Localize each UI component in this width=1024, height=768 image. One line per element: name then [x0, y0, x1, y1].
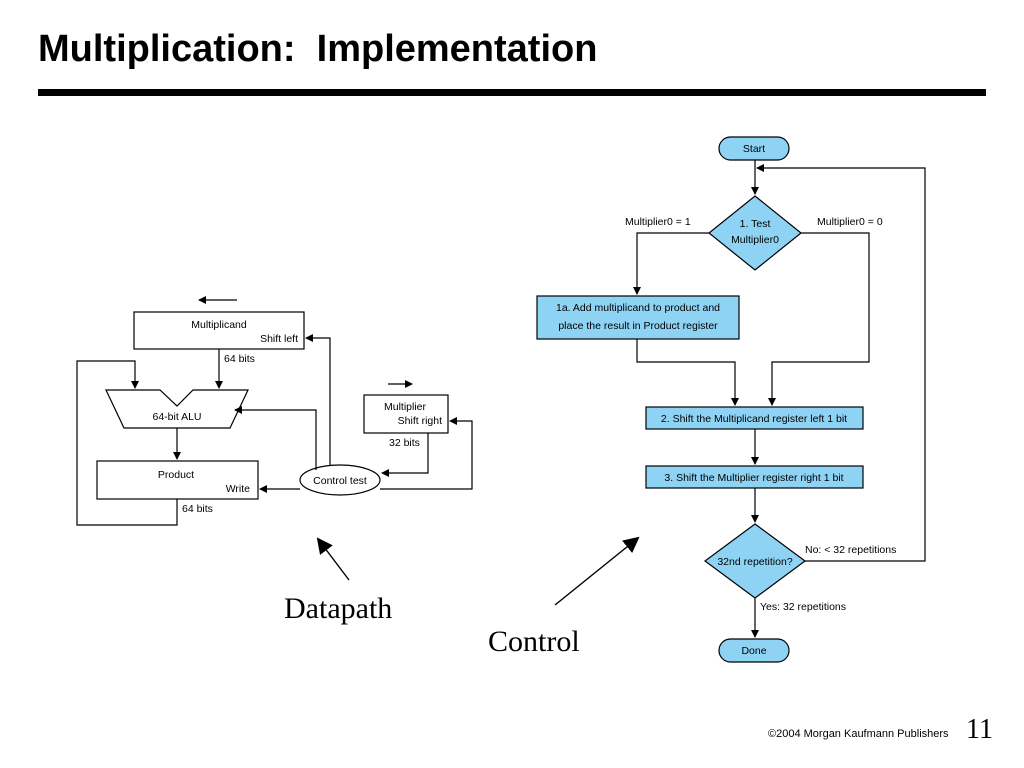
step-1a-label-line1: 1a. Add multiplicand to product and: [556, 302, 720, 314]
multiplicand-action-label: Shift left: [260, 333, 298, 345]
step-1a-box: [536, 295, 740, 340]
control-caption: Control: [488, 625, 580, 658]
control-test-label: Control test: [313, 475, 367, 487]
title-rule: [38, 89, 986, 96]
test-multiplier0-decision: [708, 195, 802, 271]
multiplier-action-label: Shift right: [398, 415, 442, 427]
multiplicand-width-label: 64 bits: [224, 353, 255, 365]
multiplier-label: Multiplier: [384, 401, 427, 413]
branch-one-label: Multiplier0 = 1: [625, 216, 691, 228]
test-label-line1: 1. Test: [740, 218, 771, 230]
alu-label: 64-bit ALU: [152, 411, 201, 423]
multiplier-width-label: 32 bits: [389, 437, 420, 449]
done-label: Done: [741, 645, 766, 657]
alu-block: [105, 389, 249, 429]
product-width-label: 64 bits: [182, 503, 213, 515]
control-to-multiplicand-wire: [305, 334, 331, 466]
flowchart: [536, 136, 926, 663]
product-feedback-wire: [76, 360, 178, 526]
product-action-label: Write: [226, 483, 250, 495]
test-to-1a-arrow: [633, 232, 709, 295]
product-register: [96, 460, 259, 500]
flowchart-labels: Start 1. Test Multiplier0 Multiplier0 = …: [488, 143, 896, 658]
datapath-labels: Multiplicand Shift left 64 bits 64-bit A…: [152, 319, 442, 625]
test-label-line2: Multiplier0: [731, 234, 779, 246]
multiplier-to-control-wire: [381, 433, 429, 477]
page-number: 11: [966, 714, 993, 745]
slide-title: Multiplication: Implementation: [38, 28, 598, 70]
no-loop-back-arrow: [756, 164, 926, 562]
datapath-pointer-arrow: [316, 537, 350, 581]
control-test-node: [299, 464, 381, 496]
step-3-label: 3. Shift the Multiplier register right 1…: [664, 472, 843, 484]
repetition-label: 32nd repetition?: [717, 556, 792, 568]
done-node: [718, 638, 790, 663]
no-branch-label: No: < 32 repetitions: [805, 544, 896, 556]
multiplier-register: [363, 394, 449, 434]
multiplicand-label: Multiplicand: [191, 319, 247, 331]
step-1a-label-line2: place the result in Product register: [558, 320, 718, 332]
1a-to-step2-arrow: [636, 339, 739, 406]
test-to-step2-arrow: [768, 232, 870, 406]
datapath: [76, 296, 473, 581]
step-2-label: 2. Shift the Multiplicand register left …: [661, 413, 847, 425]
start-node: [718, 136, 790, 161]
footer-copyright: ©2004 Morgan Kaufmann Publishers: [768, 728, 949, 740]
start-label: Start: [743, 143, 765, 155]
datapath-caption: Datapath: [284, 592, 392, 625]
control-to-alu-wire: [234, 406, 317, 470]
yes-branch-label: Yes: 32 repetitions: [760, 601, 846, 613]
control-to-multiplier-wire: [380, 417, 473, 490]
product-label: Product: [158, 469, 194, 481]
control-pointer-arrow: [554, 536, 640, 606]
branch-zero-label: Multiplier0 = 0: [817, 216, 883, 228]
